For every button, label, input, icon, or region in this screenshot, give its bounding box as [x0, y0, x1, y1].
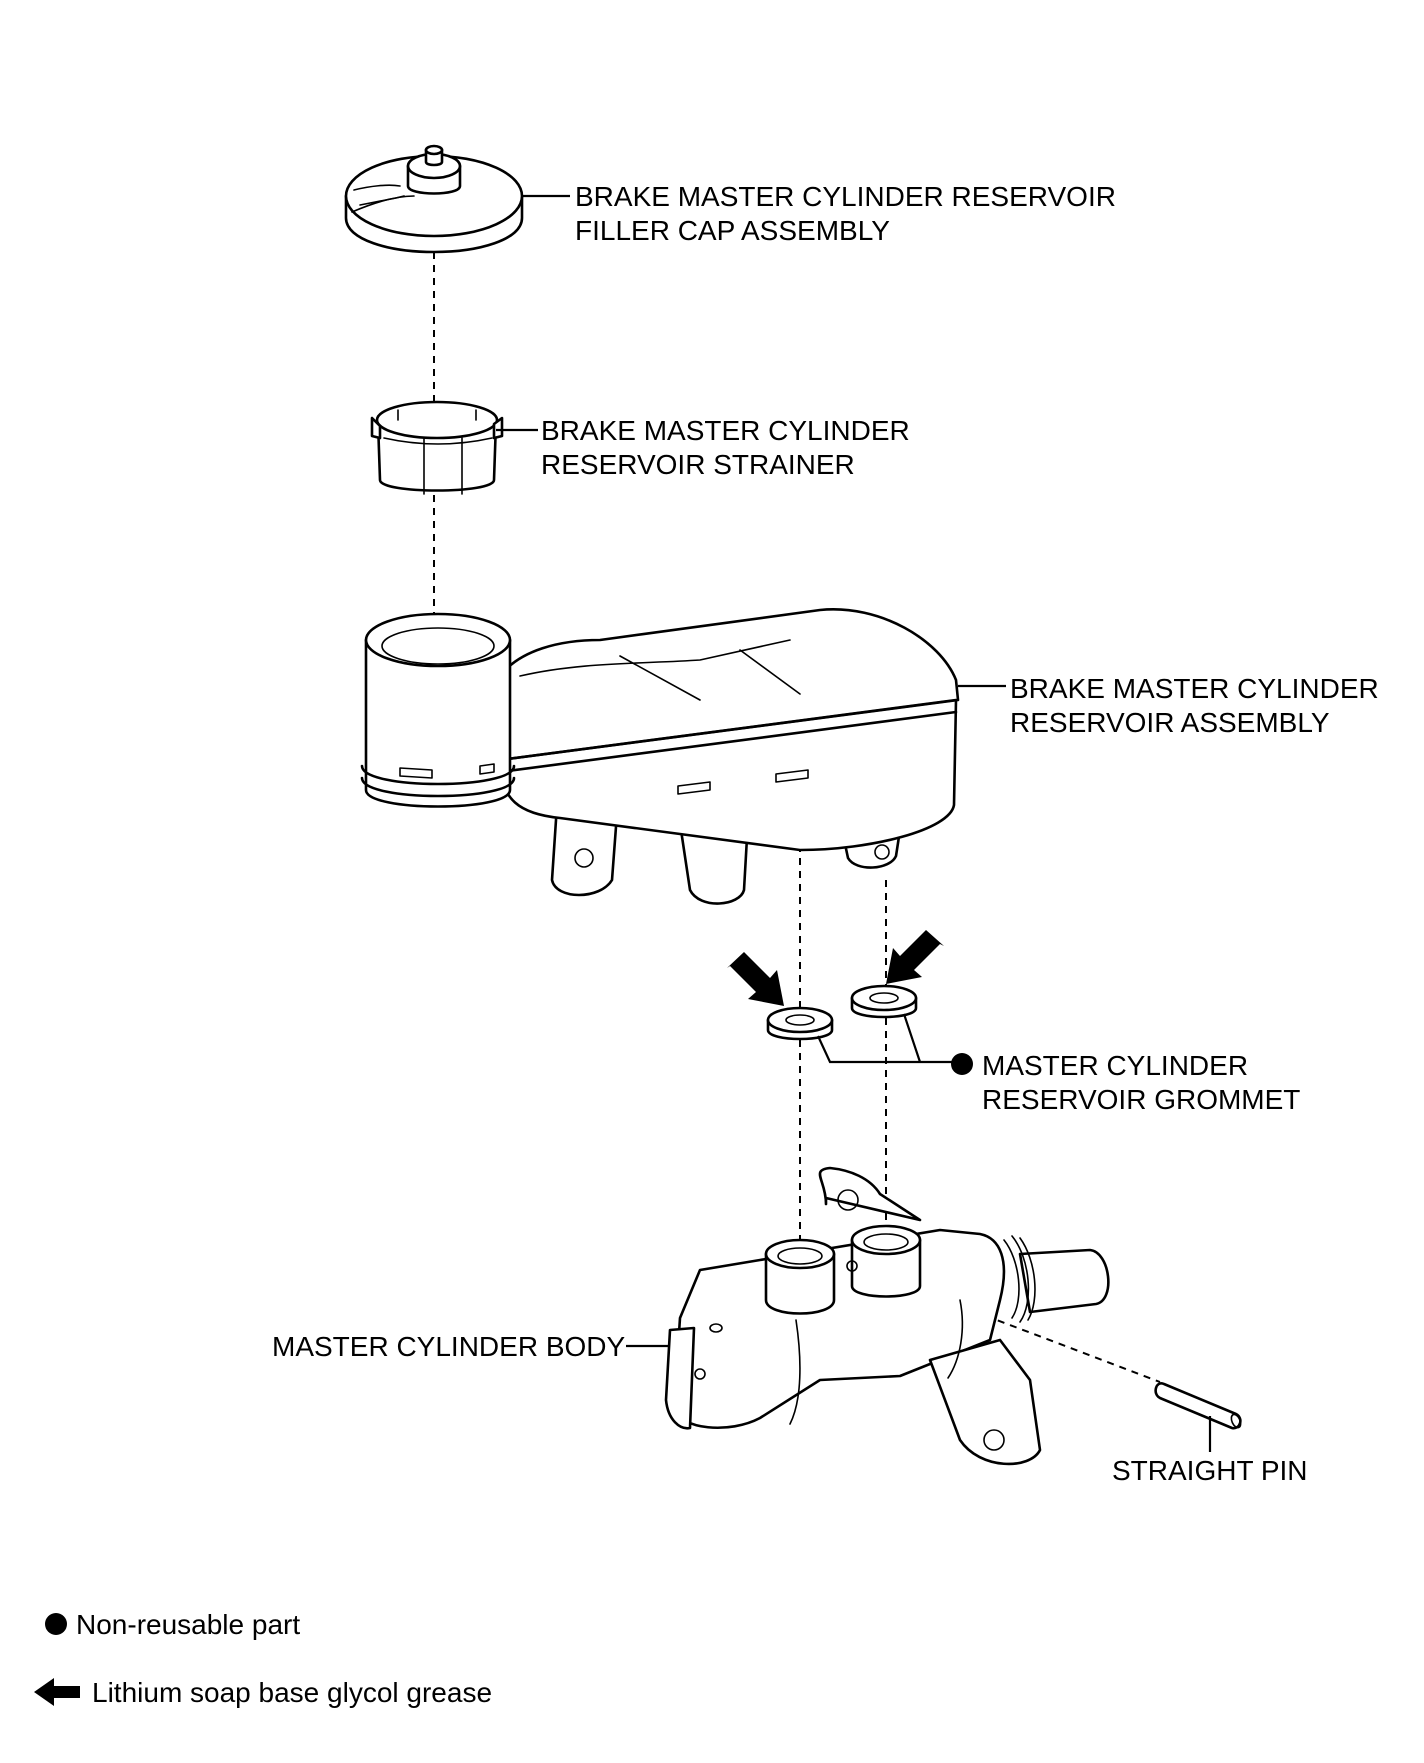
label-strainer-line2: RESERVOIR STRAINER [541, 449, 855, 480]
label-master-cylinder-body: MASTER CYLINDER BODY [272, 1331, 625, 1362]
label-reservoir-line1: BRAKE MASTER CYLINDER [1010, 673, 1379, 704]
label-strainer: BRAKE MASTER CYLINDER RESERVOIR STRAINER [541, 415, 918, 480]
label-reservoir-line2: RESERVOIR ASSEMBLY [1010, 707, 1330, 738]
legend-non-reusable: Non-reusable part [76, 1609, 300, 1640]
label-filler-cap-line2: FILLER CAP ASSEMBLY [575, 215, 890, 246]
master-cylinder-drawing [626, 1166, 1110, 1466]
label-strainer-line1: BRAKE MASTER CYLINDER [541, 415, 910, 446]
strainer-drawing [370, 400, 538, 495]
grease-arrow-icon [727, 952, 784, 1006]
label-grommet: MASTER CYLINDER RESERVOIR GROMMET [982, 1050, 1300, 1115]
label-straight-pin: STRAIGHT PIN [1112, 1455, 1308, 1486]
grommets-drawing [727, 930, 973, 1075]
label-grommet-line1: MASTER CYLINDER [982, 1050, 1248, 1081]
filler-cap-drawing [344, 144, 570, 254]
non-reusable-dot-icon [951, 1053, 973, 1075]
grease-arrow-icon [34, 1678, 80, 1706]
legend-grease: Lithium soap base glycol grease [92, 1677, 492, 1708]
label-reservoir: BRAKE MASTER CYLINDER RESERVOIR ASSEMBLY [1010, 673, 1387, 738]
reservoir-drawing [360, 608, 1006, 905]
label-filler-cap-line1: BRAKE MASTER CYLINDER RESERVOIR [575, 181, 1116, 212]
grease-arrow-icon [886, 930, 944, 984]
label-grommet-line2: RESERVOIR GROMMET [982, 1084, 1300, 1115]
non-reusable-dot-icon [45, 1613, 67, 1635]
label-filler-cap: BRAKE MASTER CYLINDER RESERVOIR FILLER C… [575, 181, 1124, 246]
straight-pin-drawing [1154, 1382, 1242, 1452]
legend: Non-reusable part Lithium soap base glyc… [34, 1609, 492, 1708]
